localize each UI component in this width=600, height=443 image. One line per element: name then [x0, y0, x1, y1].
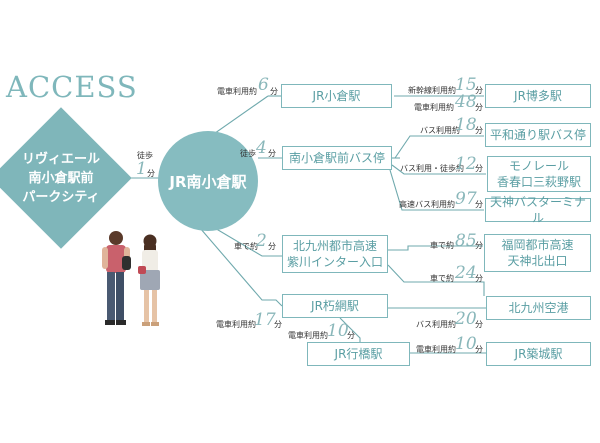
route-unit: 分 [475, 274, 483, 283]
route-unit: 分 [475, 164, 483, 173]
line-hub-kusami [199, 227, 283, 307]
route-unit: 分 [268, 242, 276, 251]
station-hakata: JR博多駅 [485, 84, 591, 108]
route-label: 電車利用約 [216, 320, 256, 329]
walk-label: 徒歩 [137, 151, 153, 160]
route-unit: 分 [475, 86, 483, 95]
line-exp-airport [387, 264, 485, 296]
route-label: 徒歩 [240, 149, 256, 158]
line-bus-heiwa [394, 135, 484, 159]
route-unit: 分 [270, 87, 278, 96]
route-minutes: 2 [256, 231, 267, 251]
route-unit: 分 [268, 149, 276, 158]
route-label: 車で約 [234, 242, 258, 251]
route-minutes: 12 [455, 154, 477, 174]
people-illustration [102, 231, 160, 326]
route-unit: 分 [475, 103, 483, 112]
station-monorail-kawaraguchi: モノレール 香春口三萩野駅 [487, 156, 591, 192]
route-minutes: 24 [455, 263, 477, 283]
hub-station: JR南小倉駅 [158, 131, 258, 231]
route-label: 電車利用約 [288, 331, 328, 340]
line-hub-expressway [207, 223, 282, 257]
station-kusami: JR朽網駅 [282, 294, 388, 318]
route-label: 電車利用約 [416, 345, 456, 354]
line-exp-fukuoka [388, 245, 483, 251]
bus-stop-heiwa: 平和通り駅バス停 [485, 123, 591, 147]
route-unit: 分 [475, 345, 483, 354]
route-label: バス利用・徒歩約 [400, 164, 464, 173]
route-minutes: 10 [455, 334, 477, 354]
walk-unit: 分 [147, 169, 155, 178]
route-label: バス利用約 [416, 320, 456, 329]
route-label: 車で約 [430, 241, 454, 250]
line-bus-monorail [391, 164, 486, 175]
line-bus-tenjin [389, 169, 484, 211]
route-unit: 分 [347, 331, 355, 340]
route-unit: 分 [475, 241, 483, 250]
route-label: 電車利用約 [217, 87, 257, 96]
route-unit: 分 [475, 126, 483, 135]
station-yukuhashi: JR行橋駅 [307, 342, 410, 366]
route-minutes: 85 [455, 231, 477, 251]
line-kusami-yukuhashi [339, 317, 361, 343]
route-minutes: 10 [327, 321, 349, 341]
route-label: 新幹線利用約 [408, 86, 456, 95]
walk-minutes: 1 [136, 159, 147, 179]
bus-stop-minami-kokura: 南小倉駅前バス停 [282, 146, 392, 170]
fukuoka-expressway-tenjin-exit: 福岡都市高速 天神北出口 [484, 234, 591, 272]
route-label: 高速バス利用約 [399, 200, 455, 209]
route-label: 電車利用約 [414, 103, 454, 112]
page-title: ACCESS [6, 70, 138, 104]
kitakyushu-airport: 北九州空港 [486, 296, 591, 320]
tenjin-bus-terminal: 天神バスターミナル [485, 195, 591, 225]
route-minutes: 4 [256, 138, 267, 158]
station-kokura: JR小倉駅 [281, 84, 392, 108]
route-unit: 分 [274, 320, 282, 329]
route-unit: 分 [475, 320, 483, 329]
route-minutes: 48 [455, 92, 477, 112]
route-minutes: 20 [455, 309, 477, 329]
route-minutes: 18 [455, 115, 477, 135]
expressway-murasaki-entrance: 北九州都市高速 紫川インター入口 [282, 235, 388, 273]
route-minutes: 15 [455, 75, 477, 95]
route-label: 車で約 [430, 274, 454, 283]
route-minutes: 6 [258, 75, 269, 95]
route-unit: 分 [475, 200, 483, 209]
station-chikujo: JR築城駅 [486, 342, 591, 366]
origin-name: リヴィエール 南小倉駅前 パークシティ [21, 152, 100, 205]
route-minutes: 97 [455, 189, 477, 209]
line-hub-kokura [207, 95, 269, 139]
route-minutes: 17 [254, 310, 276, 330]
route-label: バス利用約 [420, 126, 460, 135]
